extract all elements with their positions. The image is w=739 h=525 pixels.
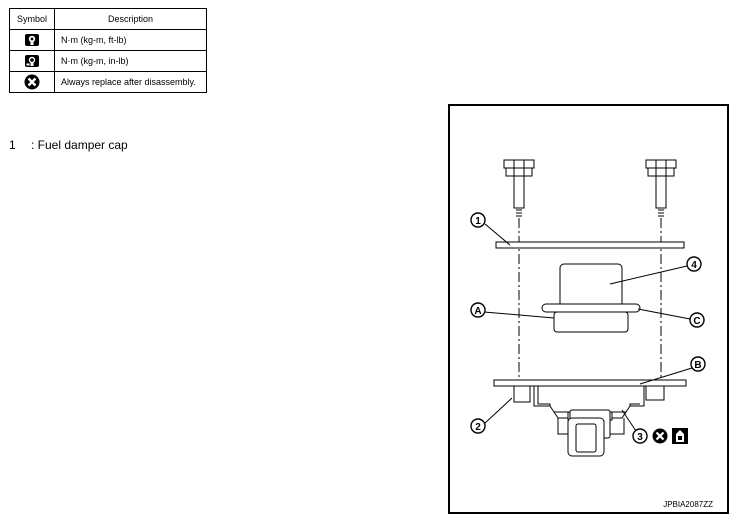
callout-3-label: 3: [637, 432, 643, 443]
legend-description: N·m (kg-m, ft-lb): [54, 29, 207, 51]
parts-list: 1 : Fuel damper cap: [9, 138, 128, 152]
illustration-code: JPBIA2087ZZ: [663, 500, 713, 509]
callout-a-label: A: [474, 306, 481, 317]
torque-wrench-small-icon: [25, 55, 39, 67]
left-bolt: [503, 159, 535, 217]
callout-c: C: [689, 312, 705, 328]
fuel-damper-cap: [495, 241, 685, 249]
callout-c-label: C: [693, 316, 700, 327]
legend-header-symbol: Symbol: [9, 8, 55, 30]
symbol-legend-table: Symbol Description N·m (kg-m, ft-lb) N·m…: [9, 8, 207, 93]
callout-1-label: 1: [475, 216, 481, 227]
callout-2-label: 2: [475, 422, 481, 433]
right-bolt: [645, 159, 677, 217]
callout-b: B: [690, 356, 706, 372]
callout-a: A: [470, 302, 486, 318]
legend-row: N·m (kg-m, in-lb): [9, 50, 207, 72]
part-number: 1: [9, 138, 16, 152]
always-replace-icon: [652, 428, 668, 444]
fuel-damper-diagram: 1 4 A C B 2 3: [448, 104, 729, 514]
callout-4: 4: [686, 256, 702, 272]
list-item: 1 : Fuel damper cap: [9, 138, 128, 152]
o-ring-retainer: [567, 409, 611, 457]
fuel-damper: [559, 263, 623, 309]
part-name: : Fuel damper cap: [31, 138, 128, 152]
callout-2: 2: [470, 418, 486, 434]
callout-b-label: B: [694, 360, 701, 371]
legend-description: N·m (kg-m, in-lb): [54, 50, 207, 72]
legend-row: N·m (kg-m, ft-lb): [9, 29, 207, 51]
exploded-view-drawing: 1 4 A C B 2 3: [470, 159, 706, 457]
legend-description: Always replace after disassembly.: [54, 71, 207, 93]
callout-1: 1: [470, 212, 486, 228]
torque-wrench-icon: [25, 34, 39, 46]
legend-header-description: Description: [54, 8, 207, 30]
callout-3: 3: [632, 428, 648, 444]
callout-4-label: 4: [691, 260, 697, 271]
always-replace-icon: [24, 74, 40, 90]
legend-row: Always replace after disassembly.: [9, 71, 207, 93]
lubricate-icon: [672, 428, 688, 444]
